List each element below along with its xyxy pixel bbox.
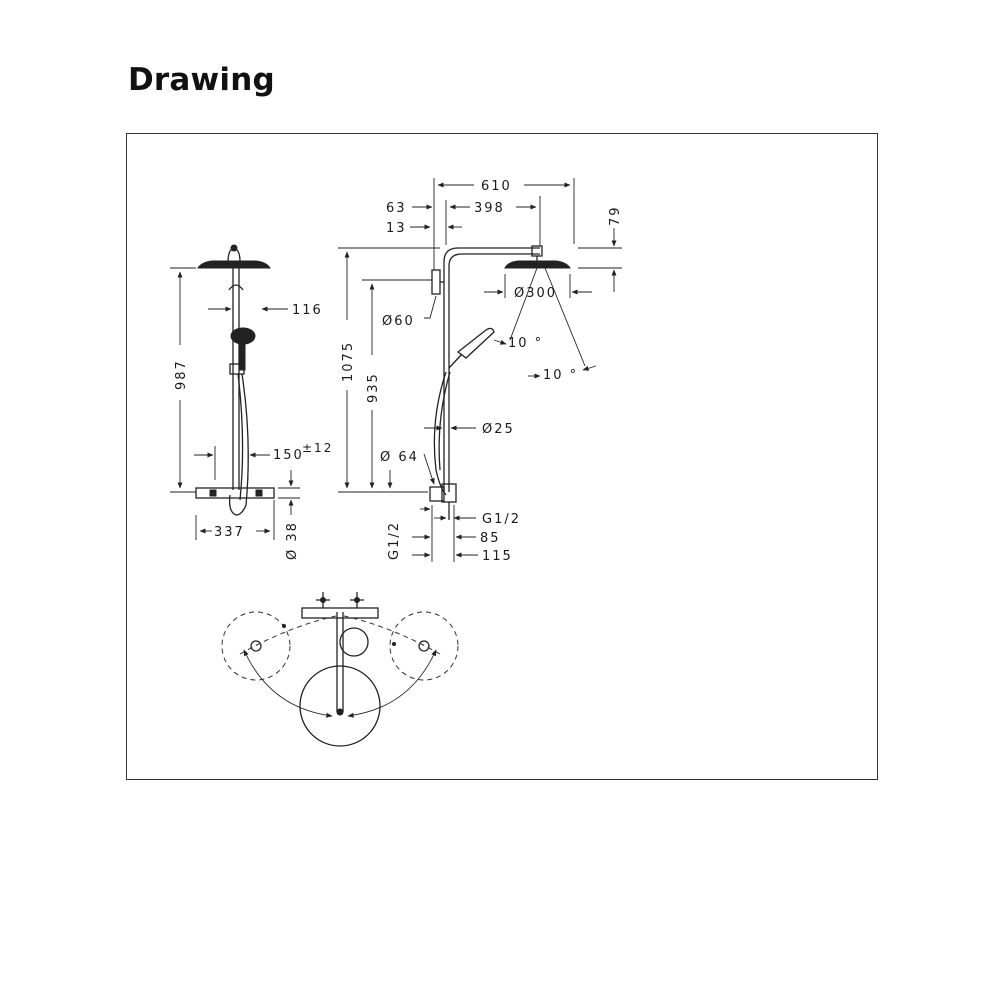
dim-85: 85 (480, 531, 501, 546)
dim-10deg-a: 10 ° (508, 336, 543, 351)
thermostat-body (195, 487, 275, 499)
dim-115: 115 (482, 549, 513, 564)
hand-shower-side (456, 327, 495, 359)
dim-g12-left: G1/2 (387, 521, 402, 560)
dim-d25: Ø25 (482, 422, 515, 437)
dim-987: 987 (174, 359, 189, 390)
dim-63: 63 (386, 201, 407, 216)
front-view: 987 116 150 ±12 337 Ø 38 (170, 244, 333, 560)
dim-150: 150 (273, 448, 304, 463)
dim-d64: Ø 64 (380, 450, 419, 465)
top-view (221, 592, 459, 747)
dim-337: 337 (214, 525, 245, 540)
overhead-shower-circle (299, 665, 381, 747)
dim-150-tolerance: ±12 (302, 441, 333, 455)
dim-13: 13 (386, 221, 407, 236)
dim-10deg-b: 10 ° (543, 368, 578, 383)
drawing-frame (126, 133, 878, 780)
overhead-shower-head (197, 260, 271, 269)
dim-d38: Ø 38 (285, 521, 300, 560)
dim-116: 116 (292, 303, 323, 318)
overhead-shower-head-side (504, 260, 571, 269)
dim-610: 610 (481, 179, 512, 194)
dim-398: 398 (474, 201, 505, 216)
dim-79: 79 (608, 205, 623, 226)
dim-g12-right: G1/2 (482, 512, 521, 527)
side-view: 610 63 398 13 79 Ø300 Ø60 1075 (338, 178, 623, 564)
dim-1075: 1075 (341, 341, 356, 382)
dim-d60: Ø60 (382, 314, 415, 329)
dim-935: 935 (366, 372, 381, 403)
page-title: Drawing (128, 62, 275, 98)
dim-d300: Ø300 (514, 286, 557, 301)
